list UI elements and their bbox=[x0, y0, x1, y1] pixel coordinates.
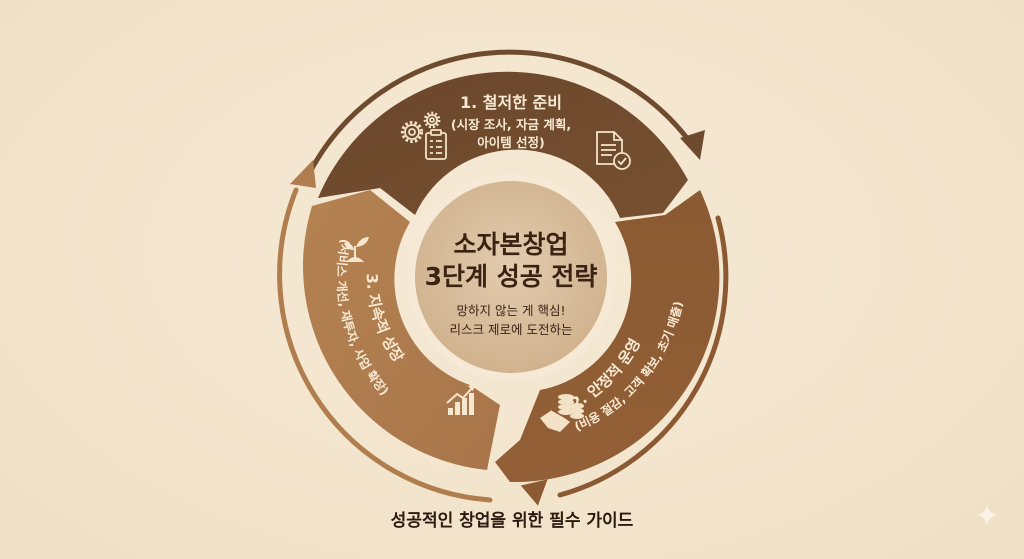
center-title-line2: 3단계 성공 전략 bbox=[425, 262, 598, 291]
gears-clipboard-icon bbox=[400, 111, 447, 160]
arrow-arc-top bbox=[303, 49, 693, 183]
sparkle-icon bbox=[976, 504, 998, 526]
step1-title: 1. 철저한 준비 bbox=[460, 93, 562, 112]
sprout-icon bbox=[344, 237, 369, 262]
center-sub-line1: 망하지 않는 게 핵심! bbox=[457, 303, 566, 318]
growth-chart-icon bbox=[446, 384, 475, 415]
handshake-coins-icon bbox=[540, 394, 584, 432]
footer-caption: 성공적인 창업을 위한 필수 가이드 bbox=[390, 511, 634, 531]
arrowhead-bottom bbox=[520, 479, 548, 506]
outer-cycle-arrows bbox=[277, 49, 729, 503]
step1-detail-line2: 아이템 선정) bbox=[477, 135, 545, 150]
center-sub-line2: 리스크 제로에 도전하는 bbox=[450, 322, 573, 337]
step1-segment bbox=[318, 71, 688, 218]
step1-detail-line1: (시장 조사, 자금 계획, bbox=[451, 117, 571, 132]
arrowhead-left bbox=[290, 160, 316, 188]
arrow-arc-right bbox=[557, 215, 729, 498]
center-disk bbox=[415, 181, 607, 373]
arrowhead-top-right bbox=[680, 130, 705, 160]
document-check-icon bbox=[596, 131, 631, 170]
center-title-line1: 소자본창업 bbox=[453, 230, 568, 259]
step2-segment bbox=[495, 190, 720, 483]
arrow-arc-left bbox=[277, 187, 493, 503]
